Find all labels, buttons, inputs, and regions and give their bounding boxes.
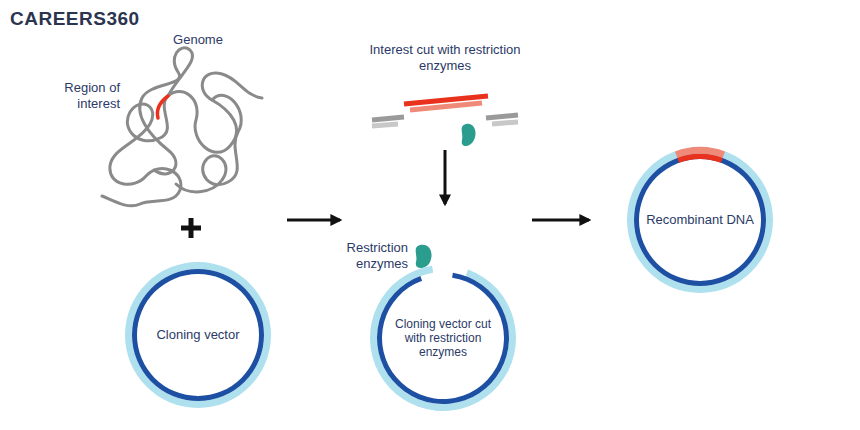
plasmid-circle: Cloning vector	[123, 260, 273, 410]
dna-strand	[634, 154, 766, 286]
part-label: Restriction enzymes	[318, 240, 408, 272]
dna-strand	[677, 154, 722, 163]
text-holder: Recombinant DNA	[625, 145, 775, 295]
dna-strand	[125, 262, 271, 408]
node-label: Cloning vector	[156, 327, 239, 343]
node-label: Recombinant DNA	[646, 212, 754, 228]
dna-strand	[377, 273, 509, 404]
part-label: Genome	[158, 32, 238, 48]
text-holder: Cloning vector cut with restriction enzy…	[368, 263, 518, 413]
plasmid-circle: Recombinant DNA	[625, 145, 775, 295]
process-arrow	[287, 219, 340, 222]
restriction-enzyme	[462, 124, 476, 146]
cut-fragment	[372, 96, 518, 126]
text-holder: Cloning vector	[123, 260, 273, 410]
genome-tangle	[102, 48, 262, 206]
watermark: CAREERS360	[10, 8, 210, 30]
node-label: Cloning vector cut with restriction enzy…	[389, 317, 497, 359]
plasmid-circle: Cloning vector cut with restriction enzy…	[368, 263, 518, 413]
dna-strand	[627, 147, 773, 293]
region-of-interest	[157, 96, 168, 118]
arrow	[444, 150, 447, 204]
part-label: Interest cut with restriction enzymes	[360, 42, 530, 74]
plus-sign	[181, 218, 201, 238]
restriction-enzyme	[416, 245, 432, 268]
part-label: Region of interest	[40, 80, 120, 112]
dna-strand	[132, 269, 264, 401]
dna-strand	[370, 266, 516, 411]
process-arrow	[532, 219, 589, 222]
